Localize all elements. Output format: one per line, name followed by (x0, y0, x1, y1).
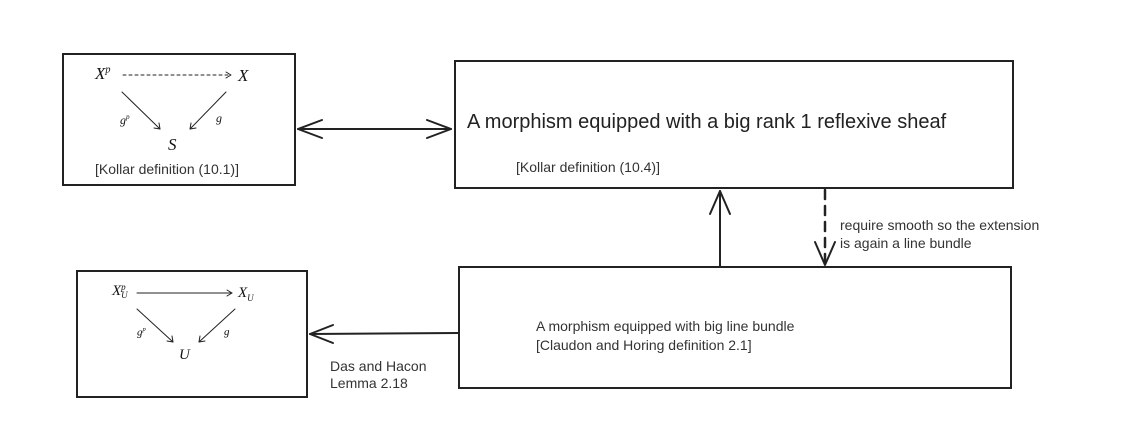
das-hacon-label-line2: Lemma 2.18 (330, 375, 408, 391)
cd2-top-arrowhead (226, 289, 233, 297)
restriction-left-arrow (309, 332, 459, 335)
cd1-g-label: g (216, 111, 222, 125)
claudon-line2: [Claudon and Horing definition 2.1] (536, 337, 752, 353)
cd2-right-diag-arrowhead (198, 335, 206, 343)
cd1-left-diag-arrowhead (153, 122, 161, 130)
cd1-xp: Xp (95, 64, 111, 83)
claudon-morphism-box (458, 266, 1012, 389)
cd2-left-diag-arrow (136, 308, 174, 343)
kollar-morphism-box (454, 60, 1014, 189)
smooth-label-line2: is again a line bundle (840, 235, 972, 251)
cd2-gp-label: gp (137, 326, 146, 339)
cd2-g-label: g (224, 326, 230, 338)
cd2-left-diag-arrowhead (166, 335, 174, 343)
claudon-line1: A morphism equipped with big line bundle (536, 318, 795, 334)
cd1-gp-label: gp (120, 113, 130, 127)
kollar-morphism-title: A morphism equipped with a big rank 1 re… (467, 111, 947, 133)
dashed-down-arrowhead (814, 241, 836, 266)
equivalence-arrowhead-left (297, 119, 323, 139)
cd1-left-diag-arrow (121, 91, 161, 130)
implication-up-arrowhead (709, 190, 731, 215)
restricted-diagram-box (76, 270, 308, 398)
cd2-u: U (179, 347, 190, 363)
cd2-xu: XU (238, 285, 254, 303)
cd1-right-diag-arrow (189, 91, 227, 130)
cd2-right-diag-arrow (198, 308, 236, 343)
kollar-10-4-caption: [Kollar definition (10.4)] (516, 159, 660, 175)
restriction-left-arrowhead (309, 324, 334, 344)
cd1-right-diag-arrowhead (189, 122, 197, 130)
kollar-10-1-caption: [Kollar definition (10.1)] (95, 161, 239, 177)
smooth-label-line1: require smooth so the extension (840, 217, 1040, 233)
cd1-dashed-arrowhead (225, 71, 232, 79)
equivalence-arrowhead-right (426, 119, 452, 139)
das-hacon-label-line1: Das and Hacon (330, 358, 427, 374)
cd1-s: S (168, 135, 177, 154)
cd1-x: X (238, 66, 249, 85)
